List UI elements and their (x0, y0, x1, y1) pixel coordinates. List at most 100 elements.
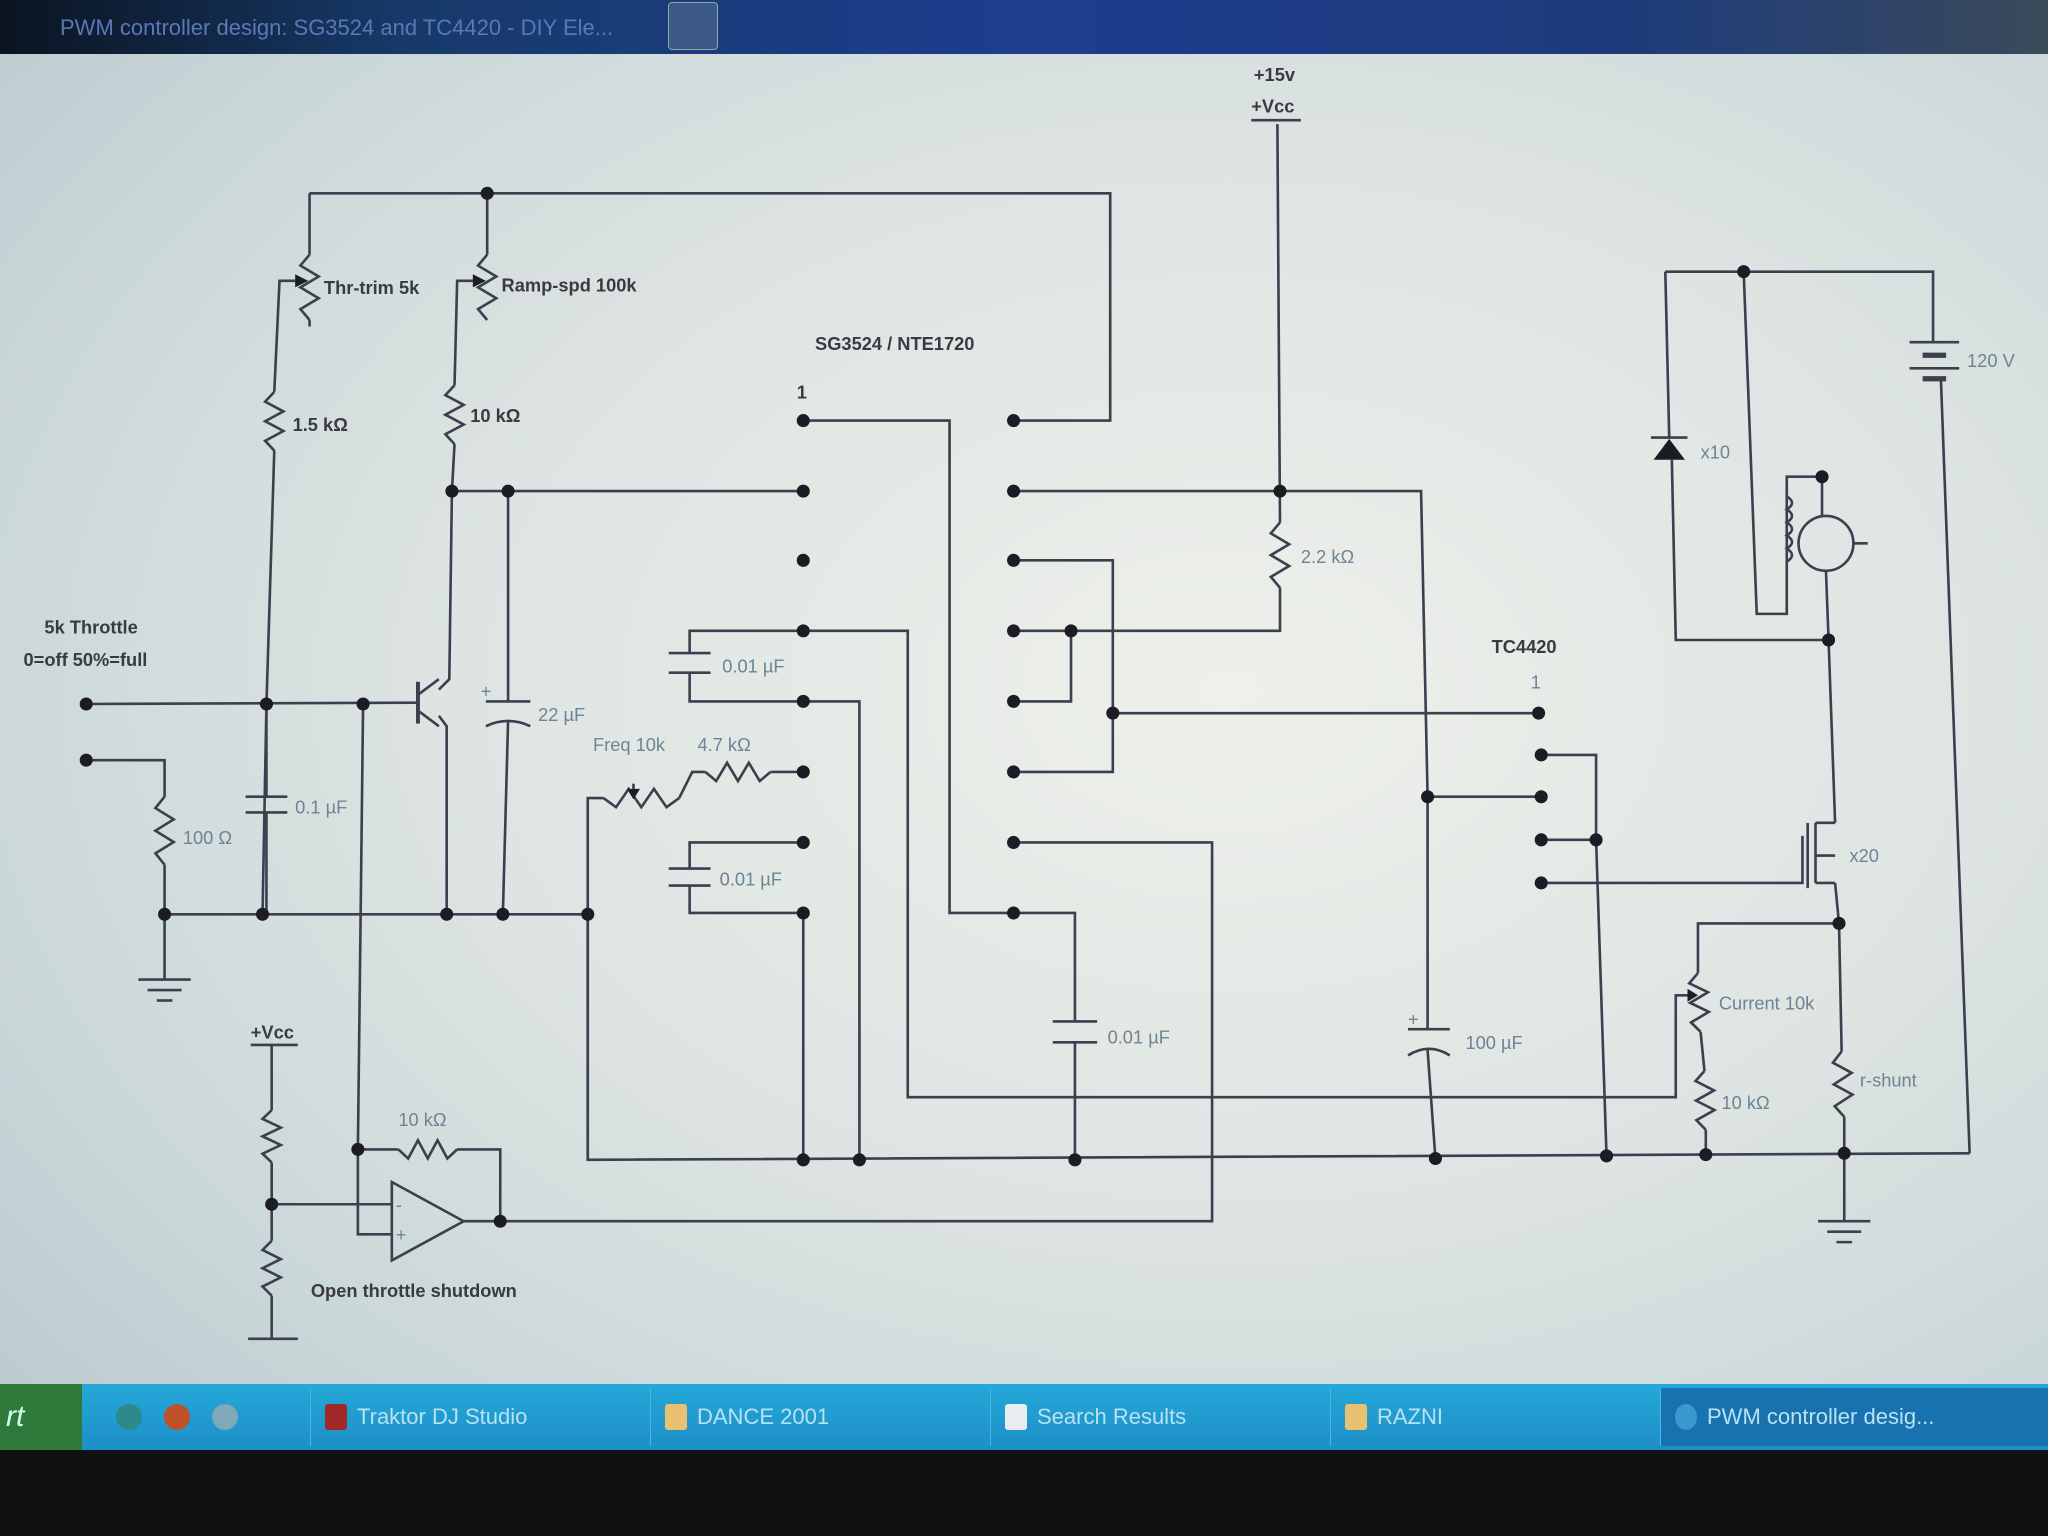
diode-mult-label: x10 (1701, 441, 1730, 462)
transistor (415, 678, 440, 728)
taskbar-item-label: DANCE 2001 (697, 1404, 830, 1429)
vcc-label: +Vcc (1251, 95, 1294, 116)
r-shunt (1830, 1050, 1856, 1118)
folder-icon (1345, 1404, 1367, 1430)
junction-dot (1007, 765, 1021, 779)
sg3524-label: SG3524 / NTE1720 (815, 333, 974, 354)
media-quicklaunch-icon[interactable] (164, 1404, 190, 1430)
capacitor-0u01-c (1052, 1020, 1098, 1044)
supply-15v-label: +15v (1254, 64, 1296, 85)
browser-quicklaunch-icon[interactable] (116, 1404, 142, 1430)
junction-dot (1600, 1149, 1614, 1163)
mosfet-icon (1806, 821, 1836, 889)
thr-trim-label: Thr-trim 5k (324, 277, 420, 298)
taskbar-item-traktor[interactable]: Traktor DJ Studio (310, 1388, 640, 1446)
shutdown-label: Open throttle shutdown (311, 1280, 517, 1301)
capacitor-100u: + (1407, 1008, 1451, 1057)
search-results-icon (1005, 1404, 1027, 1430)
resistor-2k2 (1268, 521, 1292, 589)
junction-dot (796, 906, 810, 920)
taskbar-item-label: PWM controller desig... (1707, 1404, 1935, 1429)
taskbar-item-dance-2001[interactable]: DANCE 2001 (650, 1388, 980, 1446)
junction-dot (796, 624, 810, 638)
junction-dot (1832, 916, 1846, 930)
junction-dot (796, 694, 810, 708)
junction-dot (356, 697, 370, 711)
capacitor-0u1 (245, 795, 288, 814)
c-0u1-label: 0.1 µF (295, 797, 347, 818)
start-button[interactable]: rt (0, 1384, 82, 1450)
ie-icon (1675, 1404, 1697, 1430)
battery-label: 120 V (1967, 350, 2016, 371)
tab-title: PWM controller design: SG3524 and TC4420… (60, 15, 614, 40)
taskbar-item-razni[interactable]: RAZNI (1330, 1388, 1660, 1446)
resistor-100 (152, 795, 177, 866)
junction-dot (796, 765, 810, 779)
junction-dot (796, 553, 810, 567)
capacitor-0u01-a (668, 651, 711, 674)
capacitors: + + (245, 651, 1451, 1057)
taskbar-item-pwm-controller[interactable]: PWM controller desig... (1660, 1388, 2048, 1446)
folder-icon (665, 1404, 687, 1430)
junction-dot (480, 186, 494, 200)
r-4k7-label: 4.7 kΩ (697, 734, 750, 755)
op-amp: -+ (390, 1179, 467, 1263)
svg-text:+: + (1408, 1008, 1419, 1029)
junction-dot (1532, 706, 1546, 720)
motor-icon (1784, 495, 1868, 573)
r-10k-fb-label: 10 kΩ (398, 1109, 446, 1130)
junction-dot (351, 1142, 365, 1156)
labels: +15v +Vcc Thr-trim 5k Ramp-spd 100k 1.5 … (24, 64, 2016, 1301)
junction-dot (79, 753, 93, 767)
taskbar-item-label: Traktor DJ Studio (357, 1404, 528, 1429)
junction-dot (496, 907, 510, 921)
junction-dot (796, 414, 810, 428)
browser-tab[interactable]: PWM controller design: SG3524 and TC4420… (60, 6, 660, 50)
tc4420-label: TC4420 (1492, 636, 1557, 657)
sg3524-pin1-label: 1 (797, 381, 807, 402)
svg-text:+: + (396, 1224, 407, 1245)
throttle-title: 5k Throttle (44, 616, 137, 637)
ground-icon (1818, 1219, 1871, 1244)
c-100u-label: 100 µF (1465, 1032, 1522, 1053)
thr-trim-pot[interactable] (297, 253, 322, 321)
resistor-10k-feedback (397, 1137, 459, 1162)
junction-dot (1068, 1153, 1082, 1167)
junction-dot (1737, 265, 1751, 279)
r-10k-current-label: 10 kΩ (1721, 1092, 1769, 1113)
junction-dot (79, 697, 93, 711)
resistor-1k5 (262, 390, 287, 452)
junction-dot (1822, 633, 1836, 647)
desktop-quicklaunch-icon[interactable] (212, 1404, 238, 1430)
freq-pot-label: Freq 10k (593, 734, 666, 755)
junction-dot (440, 907, 454, 921)
ramp-spd-pot[interactable] (475, 253, 499, 321)
capacitor-22u: + (481, 680, 531, 728)
freq-pot[interactable] (602, 786, 680, 810)
traktor-icon (325, 1404, 347, 1430)
svg-text:-: - (396, 1194, 402, 1215)
taskbar-item-search-results[interactable]: Search Results (990, 1388, 1320, 1446)
junction-dot (1534, 790, 1548, 804)
junction-dot (265, 1197, 279, 1211)
battery-icon (1909, 340, 1960, 382)
vcc-divider-label: +Vcc (251, 1021, 294, 1042)
junction-dot (796, 835, 810, 849)
current-pot[interactable] (1687, 972, 1712, 1033)
c-0u01-b-label: 0.01 µF (720, 869, 782, 890)
junction-dot (1007, 624, 1021, 638)
junction-dot (158, 907, 172, 921)
new-tab-button[interactable] (668, 2, 718, 50)
junction-dot (1428, 1152, 1442, 1166)
junction-dot (1534, 876, 1548, 890)
resistor-10k-current (1693, 1070, 1718, 1131)
junction-dot (1421, 790, 1435, 804)
junction-dot (493, 1214, 507, 1228)
r-100-label: 100 Ω (183, 827, 232, 848)
resistor-10k-ramp (442, 384, 467, 445)
current-pot-label: Current 10k (1719, 993, 1815, 1014)
monitor-bezel (0, 1450, 2048, 1536)
taskbar: rt Traktor DJ Studio DANCE 2001 Search R… (0, 1384, 2048, 1450)
